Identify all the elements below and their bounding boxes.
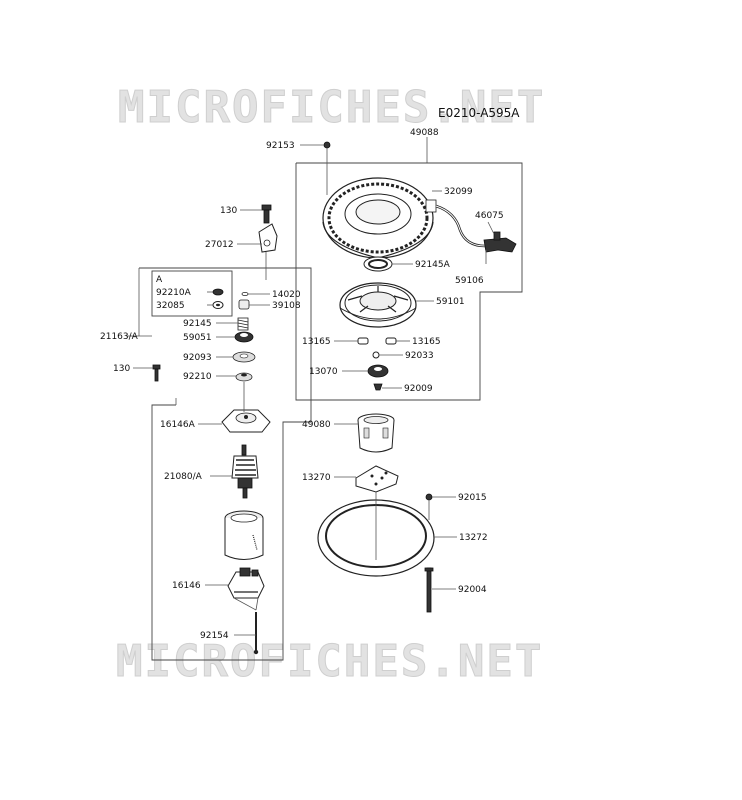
- pulley-49080-drawing: [357, 413, 395, 453]
- label-92009: 92009: [404, 384, 433, 394]
- label-92210A: 92210A: [156, 288, 192, 298]
- label-13070: 13070: [309, 367, 338, 377]
- leader-lines: [133, 144, 495, 636]
- cap-39108-drawing: [238, 299, 250, 310]
- watermark-top: MICROFICHES.NET: [118, 82, 545, 133]
- label-13272: 13272: [459, 533, 488, 543]
- spring-92033-drawing: [372, 351, 380, 359]
- recoil-starter-frame: [295, 137, 523, 401]
- label-39108: 39108: [272, 301, 301, 311]
- label-21163A: 21163/A: [100, 332, 139, 342]
- pawl-right-drawing: [385, 337, 397, 345]
- label-49088: 49088: [410, 128, 439, 138]
- end-cover-16146-drawing: [227, 567, 265, 611]
- label-27012: 27012: [205, 240, 234, 250]
- watermark-bottom: MICROFICHES.NET: [116, 636, 543, 687]
- label-16146: 16146: [172, 581, 201, 591]
- label-46075: 46075: [475, 211, 504, 221]
- label-21080A: 21080/A: [164, 472, 203, 482]
- stud-92004-drawing: [424, 567, 434, 613]
- screw-92009-drawing: [373, 383, 383, 391]
- nut-92015-drawing: [425, 493, 433, 520]
- armature-21080A-drawing: [231, 444, 259, 499]
- label-92153: 92153: [266, 141, 295, 151]
- label-32085: 32085: [156, 301, 185, 311]
- spring-92145-drawing: [237, 317, 249, 331]
- washer-32085-drawing: [212, 301, 224, 309]
- label-49080: 49080: [302, 420, 331, 430]
- label-13165-right: 13165: [412, 337, 441, 347]
- nut-92210-drawing: [235, 372, 253, 382]
- plate-13270-drawing: [355, 465, 399, 493]
- label-59051: 59051: [183, 333, 212, 343]
- label-92015: 92015: [458, 493, 487, 503]
- gear-59051-drawing: [234, 331, 254, 343]
- recoil-cover-drawing: [322, 177, 437, 259]
- ring-13272-drawing: [317, 492, 435, 577]
- label-92145A: 92145A: [415, 260, 451, 270]
- label-59106: 59106: [455, 276, 484, 286]
- label-92210: 92210: [183, 372, 212, 382]
- ratchet-13070-drawing: [367, 364, 389, 378]
- label-92093: 92093: [183, 353, 212, 363]
- bracket-27012-drawing: [258, 223, 278, 280]
- label-16146A: 16146A: [160, 420, 196, 430]
- washer-92093-drawing: [232, 351, 256, 363]
- yoke-drawing: [224, 510, 264, 560]
- label-130-top: 130: [220, 206, 237, 216]
- reel-59101-drawing: [339, 282, 417, 328]
- washer-14020-drawing: [241, 291, 249, 296]
- box-a-title: A: [156, 275, 163, 285]
- spring-92145A-drawing: [363, 256, 393, 272]
- box-a: A: [151, 270, 233, 317]
- nut-92210A-drawing: [212, 288, 224, 296]
- label-92145: 92145: [183, 319, 212, 329]
- label-14020: 14020: [272, 290, 301, 300]
- bolt-130-top-drawing: [261, 204, 272, 224]
- label-59101: 59101: [436, 297, 465, 307]
- label-13165-left: 13165: [302, 337, 331, 347]
- label-32099: 32099: [444, 187, 473, 197]
- starter-rope-drawing: [435, 204, 486, 248]
- label-130-mid: 130: [113, 364, 130, 374]
- pawl-left-drawing: [357, 337, 369, 345]
- part-labels: 49088 92153 32099 46075 130 27012 92145A…: [100, 128, 504, 641]
- label-92033: 92033: [405, 351, 434, 361]
- through-bolt-92154-drawing: [253, 612, 259, 655]
- end-cover-16146A-drawing: [221, 382, 271, 433]
- label-13270: 13270: [302, 473, 331, 483]
- diagram-code: E0210-A595A: [438, 106, 520, 120]
- starter-handle-drawing: [483, 231, 517, 253]
- label-92154: 92154: [200, 631, 229, 641]
- starter-motor-frame: [126, 267, 312, 661]
- bolt-92153-drawing: [323, 141, 331, 195]
- label-92004: 92004: [458, 585, 487, 595]
- bolt-130-mid-drawing: [152, 364, 161, 382]
